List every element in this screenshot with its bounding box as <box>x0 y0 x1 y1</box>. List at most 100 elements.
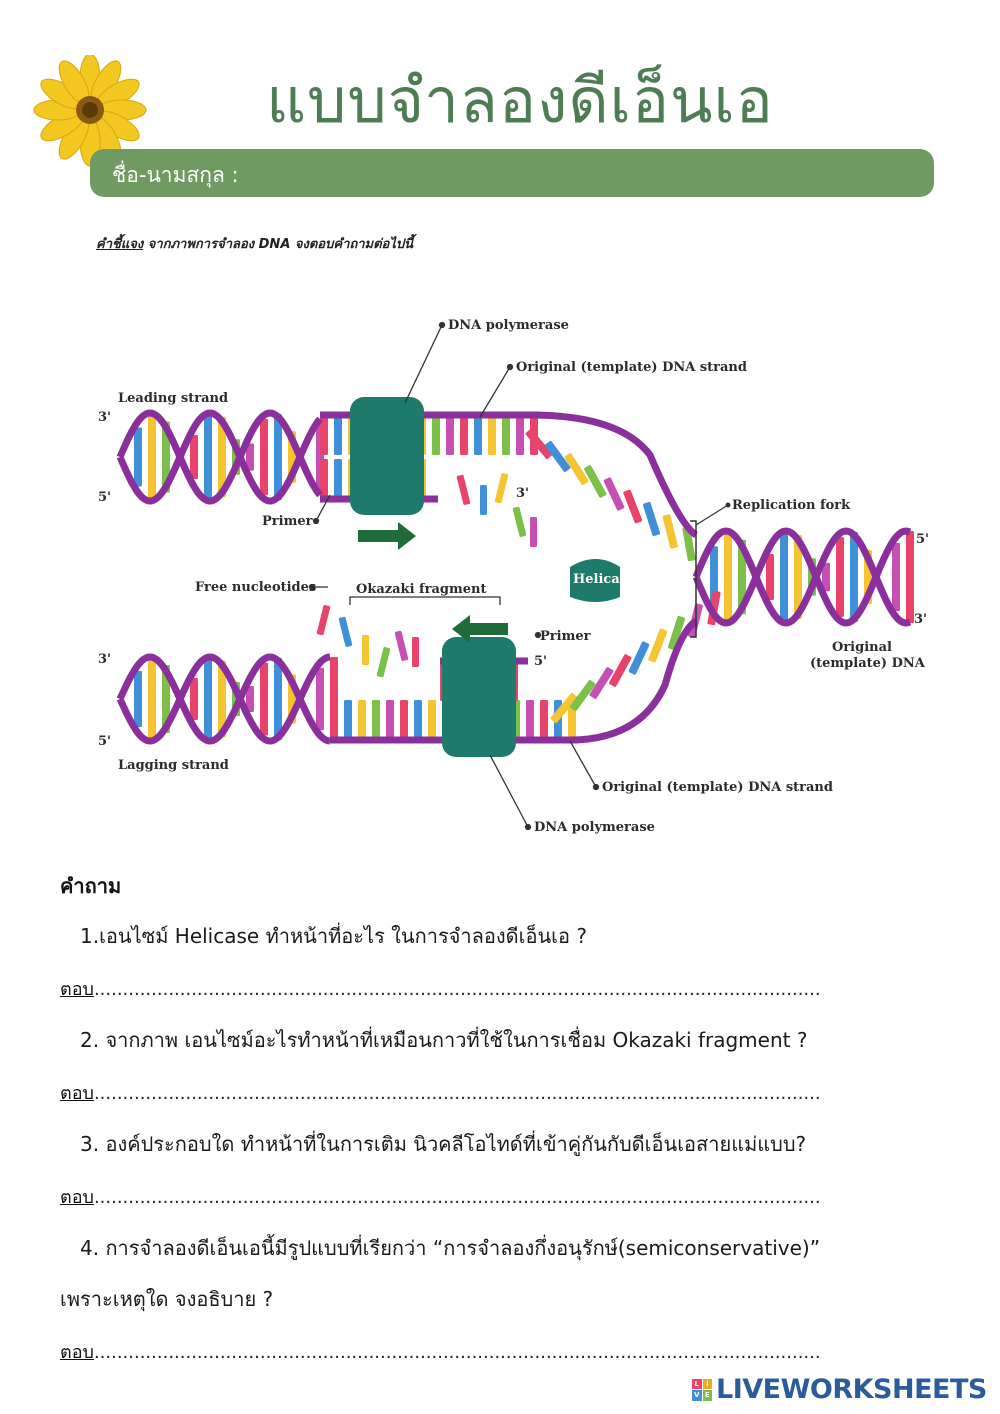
base-pair <box>316 668 324 730</box>
prime-5-right: 5' <box>916 532 929 547</box>
free-nucleotide <box>412 637 419 667</box>
page-title: แบบจำลองดีเอ็นเอ <box>0 52 1000 150</box>
okazaki-bracket <box>350 597 500 605</box>
fork-base <box>628 641 650 675</box>
dna-polymerase-bottom-enzyme <box>442 637 516 757</box>
instruction: คำชี้แจง จากภาพการจำลอง DNA จงตอบคำถามต่… <box>96 233 413 254</box>
template-base <box>540 700 548 740</box>
fork-base <box>603 477 625 511</box>
liveworksheets-logo: L I V E LIVEWORKSHEETS <box>692 1374 987 1405</box>
fork-base <box>648 628 668 663</box>
free-nucleotide <box>512 506 526 537</box>
free-nucleotide <box>480 485 487 515</box>
base-pair <box>850 532 858 622</box>
answer-line-4[interactable]: ตอบ.....................................… <box>60 1337 820 1366</box>
answer-dots: ........................................… <box>94 1083 820 1104</box>
template-base <box>428 700 436 740</box>
template-base <box>474 415 482 455</box>
label-primer-top: Primer <box>262 514 313 529</box>
template-base <box>386 700 394 740</box>
instruction-label: คำชี้แจง <box>96 237 143 252</box>
prime-3-top-left: 3' <box>98 410 111 425</box>
answer-line-3[interactable]: ตอบ.....................................… <box>60 1182 820 1211</box>
label-dna-polymerase-top: DNA polymerase <box>448 318 569 333</box>
template-base <box>460 415 468 455</box>
base-pair <box>134 671 142 727</box>
label-original-strand-top: Original (template) DNA strand <box>516 360 747 375</box>
prime-3-bottom-left: 3' <box>98 652 111 667</box>
base-pair <box>148 657 156 741</box>
label-original-dna-2: (template) DNA <box>810 656 926 671</box>
base-pair <box>190 678 198 720</box>
question-2: 2. จากภาพ เอนไซม์อะไรทำหน้าที่เหมือนกาวท… <box>80 1024 807 1056</box>
free-nucleotide <box>456 474 470 505</box>
fork-base <box>643 502 661 537</box>
template-base <box>400 700 408 740</box>
fork-base <box>623 489 643 524</box>
label-replication-fork: Replication fork <box>732 498 851 513</box>
template-base <box>432 415 440 455</box>
label-original-dna-1: Original <box>832 640 892 655</box>
base-pair <box>766 554 774 600</box>
label-original-strand-bottom: Original (template) DNA strand <box>602 780 833 795</box>
free-nucleotide <box>530 517 537 547</box>
name-field-bar[interactable]: ชื่อ-นามสกุล : <box>90 149 934 197</box>
answer-line-1[interactable]: ตอบ.....................................… <box>60 974 820 1003</box>
base-pair <box>780 533 788 620</box>
liveworksheets-badge-icon: L I V E <box>692 1379 712 1401</box>
prime-3-top-mid: 3' <box>516 486 529 501</box>
prime-5-bottom-left: 5' <box>98 734 111 749</box>
label-okazaki-fragment: Okazaki fragment <box>356 582 486 597</box>
template-base <box>414 700 422 740</box>
fork-arm-top <box>530 415 696 535</box>
label-lagging-strand: Lagging strand <box>118 758 229 773</box>
base-pair <box>148 413 156 501</box>
answer-line-2[interactable]: ตอบ.....................................… <box>60 1078 820 1107</box>
template-base <box>516 415 524 455</box>
helicase-label: Helicase <box>573 572 635 587</box>
label-dna-polymerase-bottom: DNA polymerase <box>534 820 655 835</box>
prime-3-right: 3' <box>914 612 927 627</box>
template-base <box>502 415 510 455</box>
free-nucleotide <box>338 616 352 647</box>
new-strand-base <box>334 459 342 499</box>
name-label: ชื่อ-นามสกุล : <box>112 159 239 192</box>
answer-label: ตอบ <box>60 1083 94 1104</box>
base-pairs <box>134 413 914 741</box>
answer-dots: ........................................… <box>94 979 820 1000</box>
question-4: 4. การจำลองดีเอ็นเอนี้มีรูปแบบที่เรียกว่… <box>80 1232 820 1264</box>
base-pair <box>724 531 732 622</box>
dna-polymerase-top-enzyme <box>350 397 424 515</box>
base-pair <box>260 419 268 495</box>
fork-base <box>662 514 678 549</box>
question-3: 3. องค์ประกอบใด ทำหน้าที่ในการเติม นิวคล… <box>80 1128 806 1160</box>
answer-label: ตอบ <box>60 1342 94 1363</box>
dna-replication-diagram: Helicase DNA polymerase Original (templa… <box>80 285 950 845</box>
base-pair <box>204 415 212 499</box>
label-leading-strand: Leading strand <box>118 391 228 406</box>
liveworksheets-text: LIVEWORKSHEETS <box>716 1374 987 1405</box>
leading-direction-arrow <box>358 522 416 550</box>
base-pair <box>836 537 844 617</box>
label-primer-bottom: Primer <box>540 629 591 644</box>
free-nucleotide <box>376 647 390 678</box>
template-base <box>526 700 534 740</box>
base-pair <box>204 659 212 739</box>
template-base <box>372 700 380 740</box>
template-base <box>330 700 338 740</box>
template-base <box>344 700 352 740</box>
base-pair <box>134 428 142 487</box>
answer-dots: ........................................… <box>94 1187 820 1208</box>
prime-5-top-left: 5' <box>98 490 111 505</box>
question-4-continuation: เพราะเหตุใด จงอธิบาย ? <box>60 1283 273 1315</box>
question-1: 1.เอนไซม์ Helicase ทำหน้าที่อะไร ในการจำ… <box>80 920 587 952</box>
free-nucleotide <box>494 473 508 504</box>
free-nucleotide <box>316 605 330 636</box>
answer-label: ตอบ <box>60 1187 94 1208</box>
label-free-nucleotides: Free nucleotides <box>195 580 316 595</box>
template-base <box>358 700 366 740</box>
base-pair <box>260 663 268 736</box>
answer-dots: ........................................… <box>94 1342 820 1363</box>
questions-heading: คำถาม <box>60 870 121 902</box>
base-pair <box>274 414 282 500</box>
